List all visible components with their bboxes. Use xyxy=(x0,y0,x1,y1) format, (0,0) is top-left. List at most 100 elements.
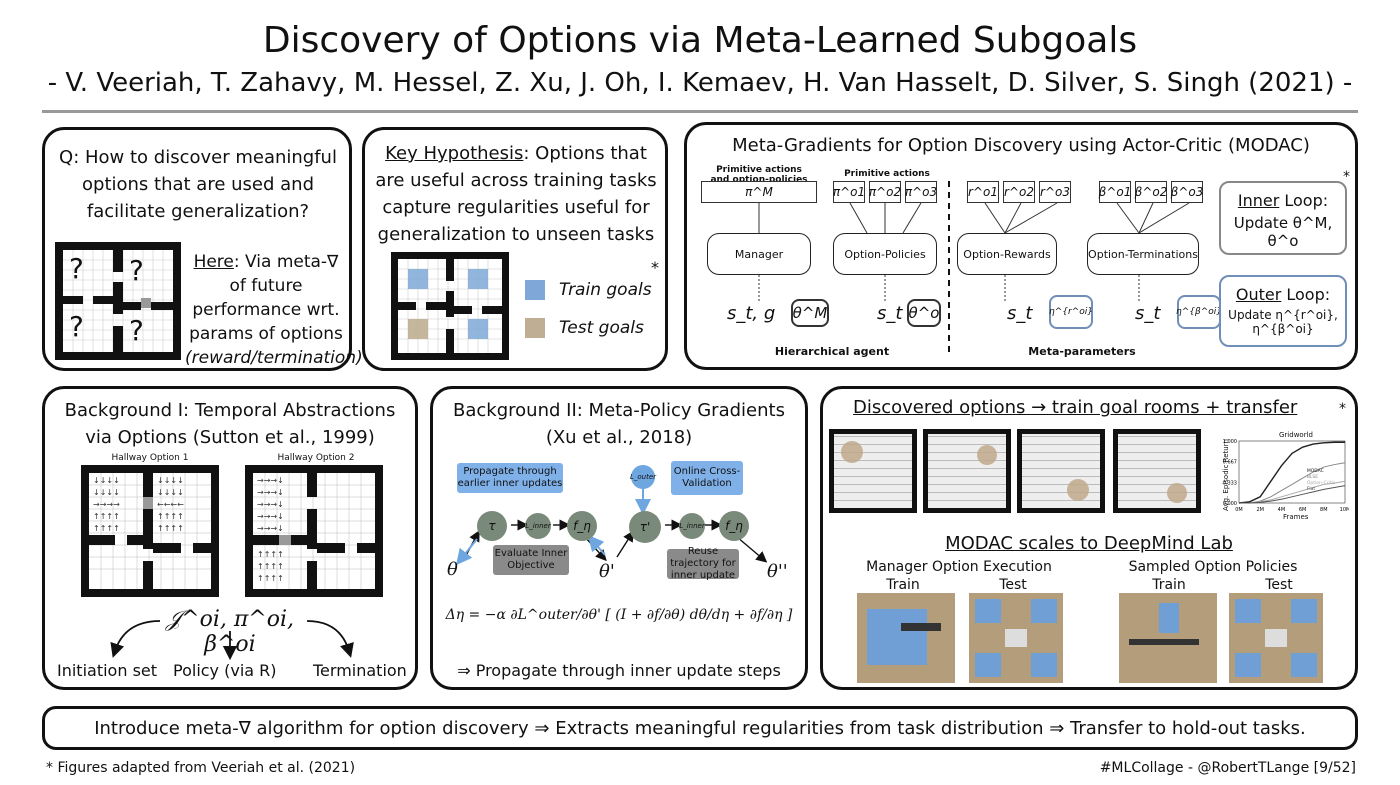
question-text: Q: How to discover meaningful options th… xyxy=(59,147,337,222)
hypothesis-asterisk: * xyxy=(651,258,659,277)
x-tick-label: 6M xyxy=(1299,507,1307,513)
svg-text:↑↑↑↑: ↑↑↑↑ xyxy=(93,524,120,533)
policy-output-2: π^o2 xyxy=(869,181,901,203)
meta-label: Meta-parameters xyxy=(1028,345,1136,358)
question-mark: ? xyxy=(129,314,144,347)
svg-text:→→→↓: →→→↓ xyxy=(257,476,284,485)
bg2-conclusion: ⇒ Propagate through inner update steps xyxy=(457,661,781,680)
train-legend-swatch xyxy=(525,280,545,300)
reward-output-3: r^o3 xyxy=(1039,181,1071,203)
svg-text:↑↑↑↑: ↑↑↑↑ xyxy=(257,562,284,571)
svg-text:↑↑↑↑: ↑↑↑↑ xyxy=(93,512,120,521)
svg-text:→→→↓: →→→↓ xyxy=(257,488,284,497)
modac-asterisk: * xyxy=(1343,169,1350,185)
primitive-label-1: Primitive actions and option-policies xyxy=(699,165,819,185)
background-two-title: Background II: Meta-Policy Gradients (Xu… xyxy=(453,400,785,448)
here-label: Here xyxy=(193,252,234,272)
svg-text:↓↓↓↓: ↓↓↓↓ xyxy=(157,476,184,485)
question-panel: Q: How to discover meaningful options th… xyxy=(42,127,363,371)
policy-label: Policy (via R) xyxy=(173,661,277,680)
four-rooms-grid xyxy=(55,242,181,360)
gridworld-chart-xlabel: Frames xyxy=(1283,513,1309,521)
term-output-3: β^o3 xyxy=(1171,181,1203,203)
x-tick-label: 4M xyxy=(1278,507,1286,513)
inner-loop-title: Inner Loop: xyxy=(1221,191,1345,210)
reward-output-2: r^o2 xyxy=(1003,181,1035,203)
l-inner-node: L_inner xyxy=(525,513,551,539)
x-tick-label: 2M xyxy=(1256,507,1264,513)
y-tick-label: 0.333 xyxy=(1223,480,1237,486)
test-legend-label: Test goals xyxy=(559,318,644,338)
inner-rest: Loop: xyxy=(1279,191,1329,210)
theta-prime-label: θ' xyxy=(599,561,615,582)
svg-text:→→→↓: →→→↓ xyxy=(257,500,284,509)
hypothesis-text: Key Hypothesis: Options that are useful … xyxy=(373,140,659,248)
question-mark: ? xyxy=(129,254,144,287)
x-tick-label: 0M xyxy=(1235,507,1243,513)
train-label-1: Train xyxy=(886,577,920,593)
manager-param: θ^M xyxy=(791,299,829,327)
outer-underlined: Outer xyxy=(1235,285,1282,304)
legend-entry: BLSE xyxy=(1307,474,1318,480)
f-node-2: f_η xyxy=(719,511,749,541)
modac-lab-title: MODAC scales to DeepMind Lab xyxy=(945,533,1233,554)
hypothesis-title: Key Hypothesis xyxy=(385,143,524,164)
policy-output-3: π^o3 xyxy=(905,181,937,203)
background-two-panel: Background II: Meta-Policy Gradients (Xu… xyxy=(430,386,808,690)
initiation-label: Initiation set xyxy=(57,661,158,680)
svg-text:↓↓↓↓: ↓↓↓↓ xyxy=(157,488,184,497)
footer-left: * Figures adapted from Veeriah et al. (2… xyxy=(46,760,356,776)
primitive-label-1b: and option-policies xyxy=(710,175,808,185)
discovered-title: Discovered options → train goal rooms + … xyxy=(853,397,1298,418)
legend-entry: Flat xyxy=(1307,486,1316,492)
legend-entry: MODAC xyxy=(1307,468,1324,474)
option-rewards-node: Option-Rewards xyxy=(957,233,1057,275)
l-outer-node: L_outer xyxy=(630,465,656,489)
outer-loop-update: Update η^{r^oi}, η^{β^oi} xyxy=(1228,308,1338,336)
summary-box: Introduce meta-∇ algorithm for option di… xyxy=(42,706,1358,750)
reuse-box: Reuse trajectory for inner update xyxy=(667,546,739,581)
inner-loop-update: Update θ^M, θ^o xyxy=(1233,214,1333,250)
test-label-2: Test xyxy=(1265,577,1293,593)
outer-rest: Loop: xyxy=(1281,285,1331,304)
here-body: : Via meta-∇ of future performance wrt. … xyxy=(189,252,343,344)
svg-text:↑↑↑↑: ↑↑↑↑ xyxy=(257,550,284,559)
manager-exec-label: Manager Option Execution xyxy=(866,559,1052,575)
option-room-image-2 xyxy=(923,429,1011,513)
series-line xyxy=(1239,485,1346,504)
manager-node: Manager xyxy=(707,233,811,275)
policy-input: s_t xyxy=(877,303,903,324)
option-room-image-3 xyxy=(1017,429,1105,513)
option-room-image-4 xyxy=(1113,429,1201,513)
svg-text:↓↓↓↓: ↓↓↓↓ xyxy=(93,488,120,497)
term-param: η^{β^oi} xyxy=(1176,295,1222,329)
series-line xyxy=(1238,441,1345,504)
background-one-panel: Background I: Temporal Abstractions via … xyxy=(42,386,418,690)
option-formula: 𝒥^oi, π^oi, β^oi xyxy=(165,607,295,657)
term-output-2: β^o2 xyxy=(1135,181,1167,203)
hallway-grid-1: ↓↓↓↓↓↓↓↓→→→→ ↑↑↑↑↑↑↑↑ ↓↓↓↓↓↓↓↓←←←← ↑↑↑↑↑… xyxy=(81,465,219,597)
lab-test-image-1 xyxy=(969,593,1063,683)
term-output-1: β^o1 xyxy=(1099,181,1131,203)
propagate-box: Propagate through earlier inner updates xyxy=(457,463,563,493)
here-italic: (reward/termination) xyxy=(185,348,363,368)
background-one-title: Background I: Temporal Abstractions via … xyxy=(64,400,396,448)
y-tick-label: 1.000 xyxy=(1223,439,1237,445)
train-legend-label: Train goals xyxy=(559,280,652,300)
policy-output-1: π^o1 xyxy=(833,181,865,203)
hypothesis-panel: Key Hypothesis: Options that are useful … xyxy=(362,127,668,371)
svg-text:→→→↓: →→→↓ xyxy=(257,512,284,521)
primitive-label-1a: Primitive actions xyxy=(716,165,802,175)
term-input: s_t xyxy=(1135,303,1161,324)
manager-output: π^M xyxy=(701,181,817,203)
outer-loop-box: Outer Loop: Update η^{r^oi}, η^{β^oi} xyxy=(1219,275,1347,347)
theta-label: θ xyxy=(447,559,458,580)
discovered-panel: Discovered options → train goal rooms + … xyxy=(820,386,1358,690)
manager-input: s_t, g xyxy=(727,303,776,324)
header-divider xyxy=(42,110,1358,113)
tau-prime-node: τ' xyxy=(629,511,661,543)
option-policies-node: Option-Policies xyxy=(833,233,937,275)
lab-train-image-2 xyxy=(1119,593,1217,683)
footer-right: #MLCollage - @RobertTLange [9/52] xyxy=(1099,760,1356,776)
option-terminations-node: Option-Terminations xyxy=(1087,233,1199,275)
